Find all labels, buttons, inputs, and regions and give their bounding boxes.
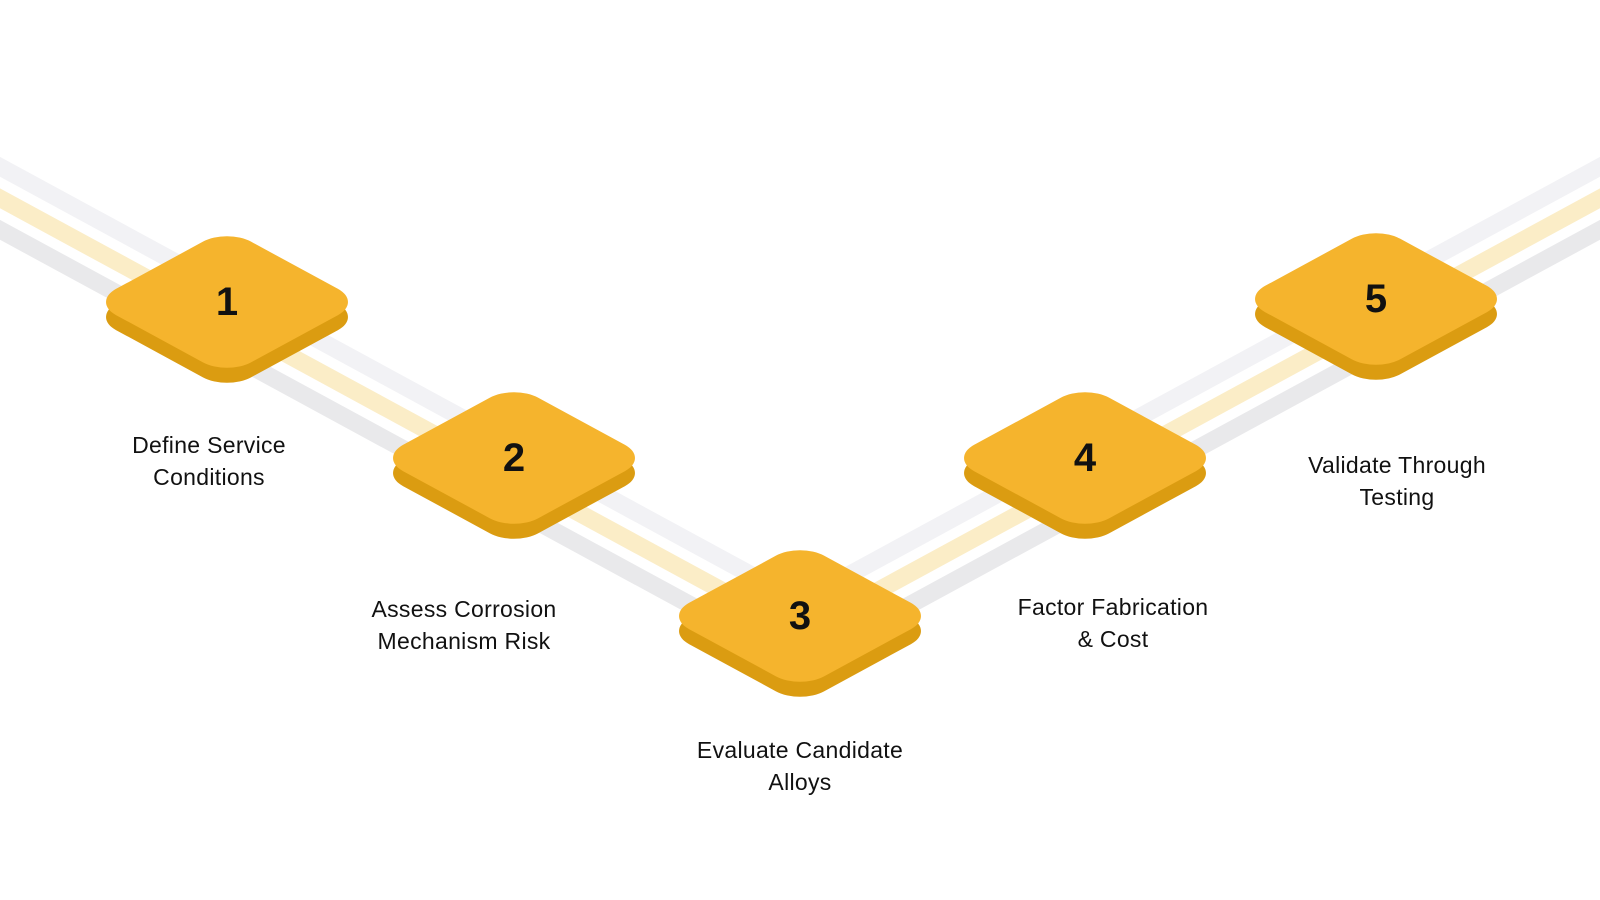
step-3-diamond: 3: [679, 550, 921, 697]
step-4-number: 4: [1074, 436, 1097, 480]
step-1-label: Define Service Conditions: [132, 429, 286, 493]
step-5-number: 5: [1365, 277, 1387, 321]
step-2-label-line2: Mechanism Risk: [377, 628, 551, 654]
step-5-label-line1: Validate Through: [1308, 452, 1486, 478]
step-4-label-line2: & Cost: [1077, 626, 1149, 652]
step-2-label: Assess Corrosion Mechanism Risk: [371, 593, 556, 657]
step-5-diamond: 5: [1255, 233, 1497, 380]
step-3-label-line2: Alloys: [768, 769, 832, 795]
step-1-diamond-face: [106, 236, 348, 368]
step-5-label-line2: Testing: [1359, 484, 1435, 510]
step-5-label: Validate Through Testing: [1308, 449, 1486, 513]
step-4-label: Factor Fabrication & Cost: [1018, 591, 1209, 655]
step-3-diamond-face: [679, 550, 921, 682]
step-3-label: Evaluate Candidate Alloys: [697, 734, 903, 798]
step-1-label-line1: Define Service: [132, 432, 286, 458]
step-2-diamond-face: [393, 392, 635, 524]
step-2-diamond: 2: [393, 392, 635, 539]
step-4-diamond: 4: [964, 392, 1206, 539]
step-1-diamond: 1: [106, 236, 348, 383]
step-2-label-line1: Assess Corrosion: [371, 596, 557, 622]
step-3-label-line1: Evaluate Candidate: [696, 737, 904, 763]
step-1-label-line2: Conditions: [153, 464, 265, 490]
step-4-label-line1: Factor Fabrication: [1017, 594, 1209, 620]
step-4-diamond-face: [964, 392, 1206, 524]
step-3-number: 3: [789, 594, 811, 638]
step-5-diamond-face: [1255, 233, 1497, 365]
step-1-number: 1: [216, 280, 238, 324]
step-2-number: 2: [503, 436, 525, 480]
